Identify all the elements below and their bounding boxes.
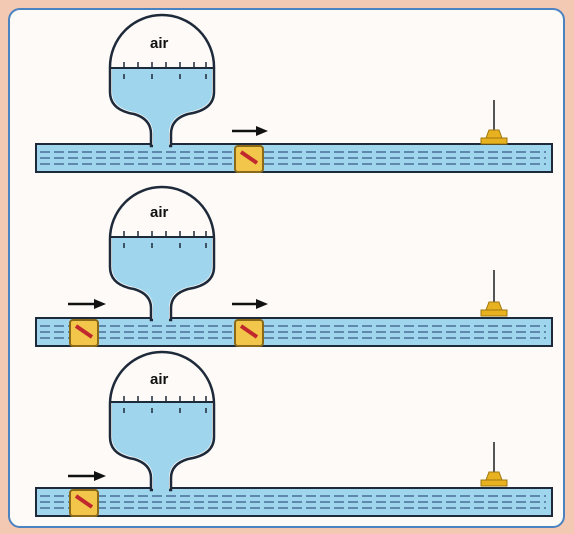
air-label: air bbox=[150, 371, 169, 388]
scene-1: air bbox=[35, 13, 553, 173]
scene-2: air bbox=[35, 185, 553, 347]
flow-arrow bbox=[68, 299, 106, 309]
check-valve-icon bbox=[69, 489, 99, 517]
flow-arrow bbox=[68, 471, 106, 481]
air-label: air bbox=[150, 35, 169, 52]
diagram-panel: air air bbox=[8, 8, 565, 528]
water-hammer-diagram: air air bbox=[35, 13, 553, 517]
pipe bbox=[35, 143, 553, 173]
air-chamber: air bbox=[108, 185, 216, 322]
sprinkler-icon bbox=[480, 100, 508, 145]
flow-arrow bbox=[232, 299, 268, 309]
check-valve-icon bbox=[234, 145, 264, 173]
sprinkler-icon bbox=[480, 270, 508, 317]
check-valve-icon bbox=[234, 319, 264, 347]
air-chamber: air bbox=[108, 350, 216, 492]
sprinkler-icon bbox=[480, 442, 508, 487]
air-label: air bbox=[150, 204, 169, 221]
pipe bbox=[35, 317, 553, 347]
check-valve-icon bbox=[69, 319, 99, 347]
pipe bbox=[35, 487, 553, 517]
air-chamber: air bbox=[108, 13, 216, 148]
scene-3: air bbox=[35, 350, 553, 517]
flow-arrow bbox=[232, 126, 268, 136]
